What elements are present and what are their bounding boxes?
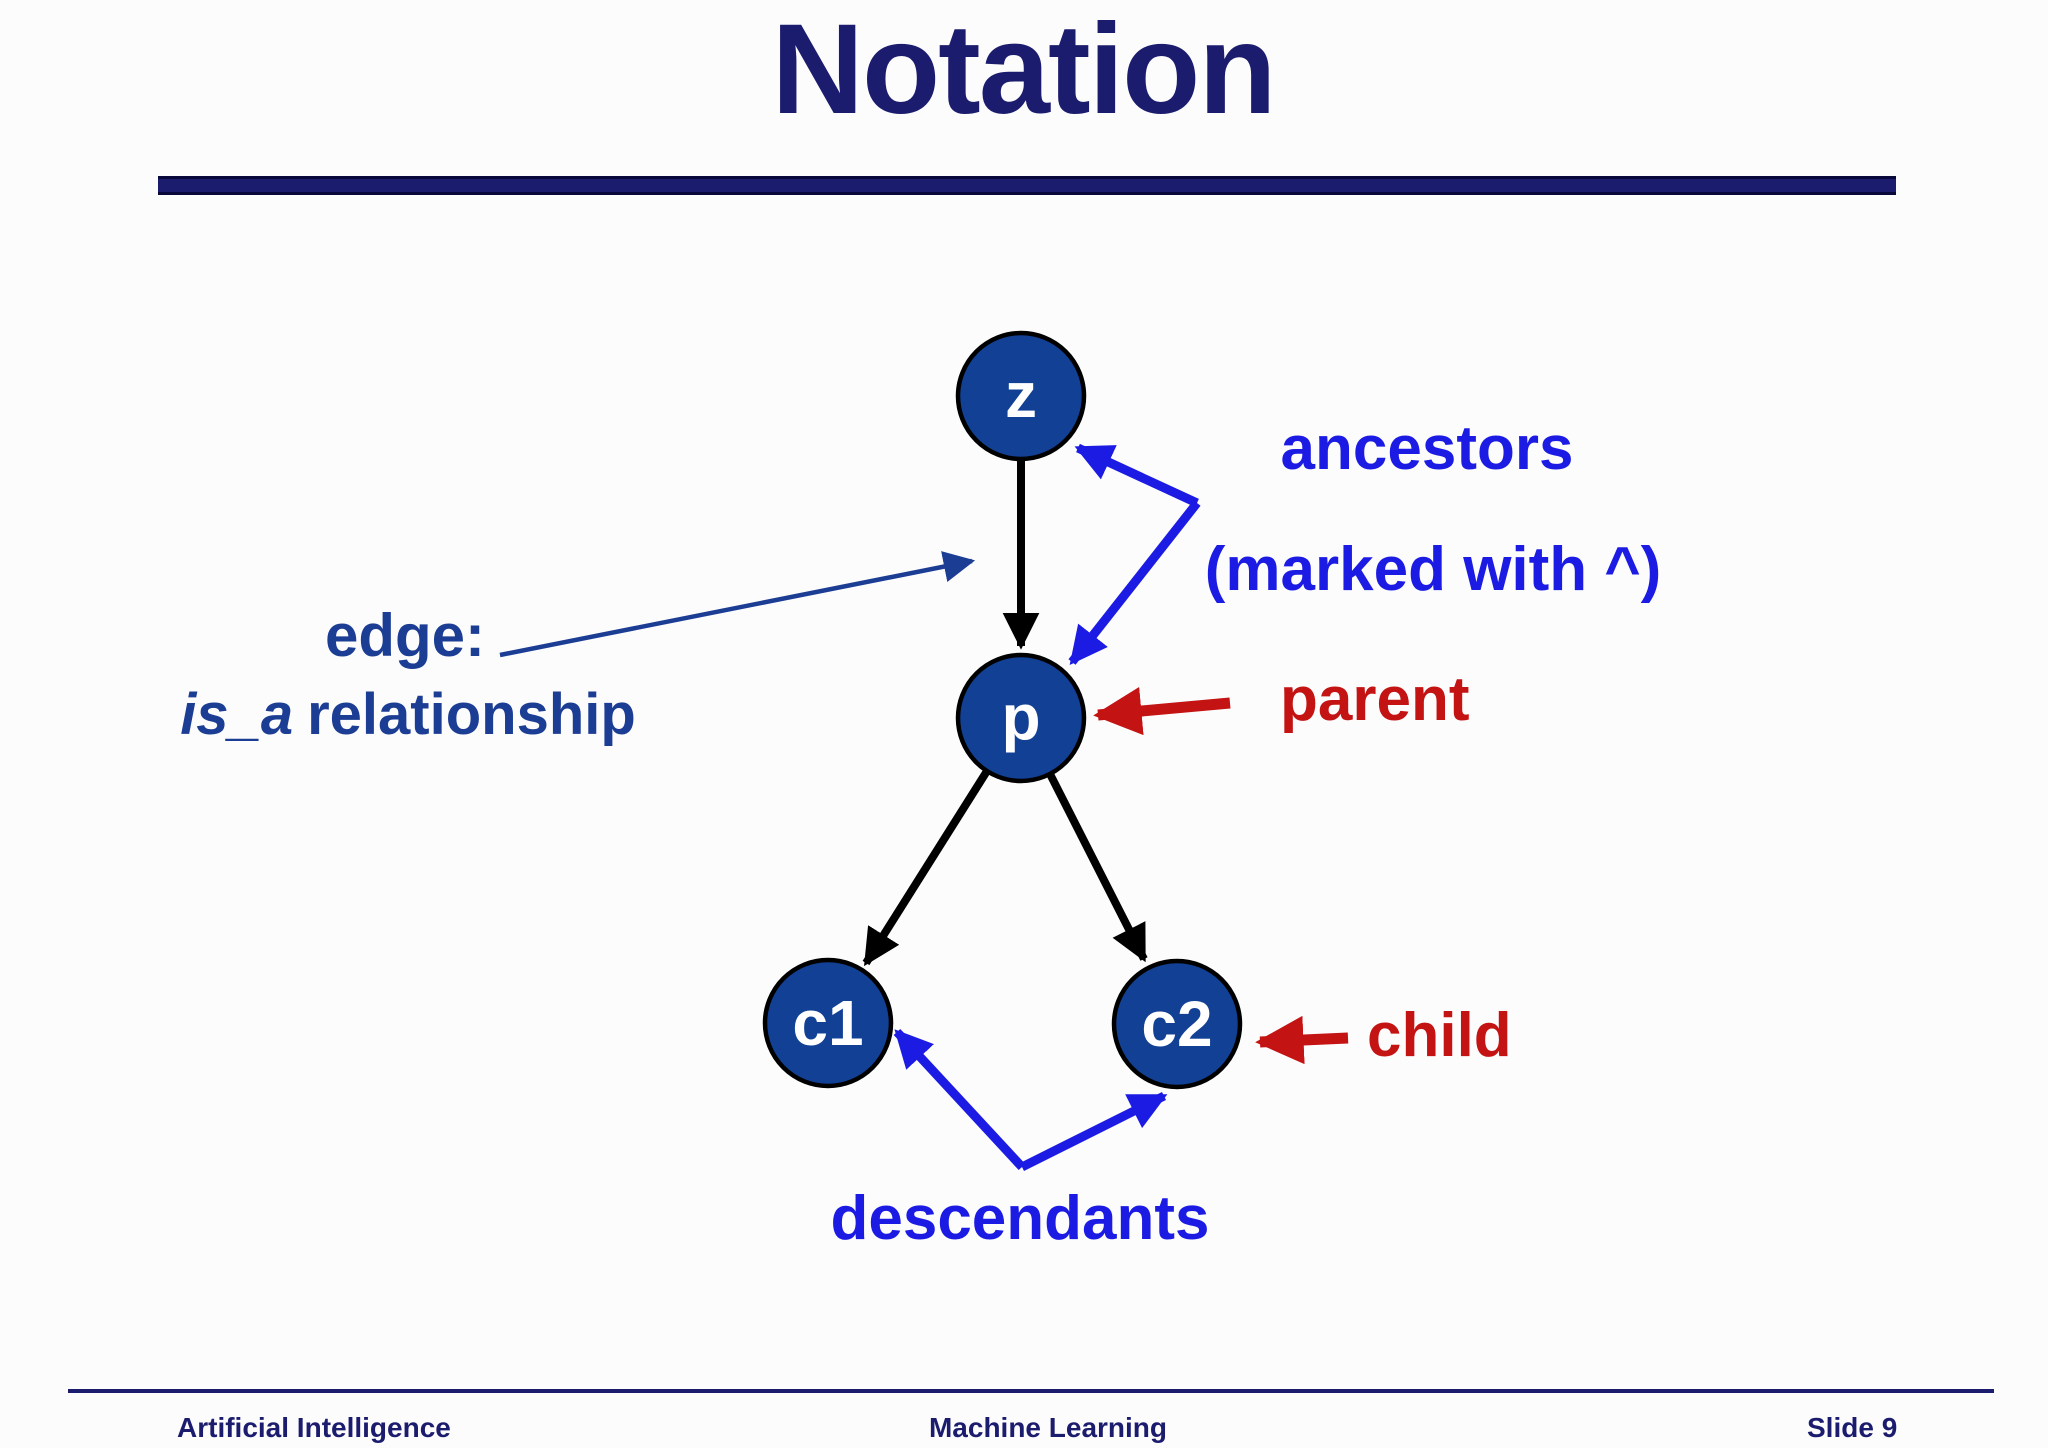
slide-title: Notation	[771, 0, 1277, 141]
node-p-label: p	[1001, 681, 1040, 753]
node-z-circle	[955, 330, 1087, 462]
descendants-arrow-to-c2	[1019, 1091, 1168, 1172]
footer-rule	[68, 1389, 1994, 1393]
descendants-label: descendants	[830, 1184, 1210, 1253]
parent-arrow	[1093, 686, 1231, 736]
footer-topic-label: Machine Learning	[928, 1412, 1168, 1443]
node-c1-circle	[762, 957, 894, 1089]
edge-p-to-c2	[1046, 772, 1148, 963]
edge-label-title: edge:	[324, 602, 486, 669]
descendants-arrow-to-c1	[893, 1028, 1026, 1171]
edge-label-rest: relationship	[307, 682, 636, 747]
node-p-circle	[955, 652, 1087, 784]
node-c2-circle	[1111, 958, 1243, 1090]
child-label: child	[1367, 1001, 1512, 1070]
footer-slide-number: Slide 9	[1807, 1412, 1898, 1443]
ancestors-label: ancestors	[1280, 414, 1574, 483]
edge-label-isa: is_a	[180, 682, 294, 747]
ancestors-marked-label: (marked with ^)	[1204, 535, 1662, 604]
ancestors-arrow-to-p	[1068, 500, 1201, 665]
node-z-label: z	[1005, 359, 1037, 431]
edge-callout-arrow	[499, 551, 976, 658]
title-rule	[158, 176, 1896, 195]
child-arrow	[1255, 1015, 1349, 1065]
footer-course-label: Artificial Intelligence	[177, 1412, 451, 1443]
edge-p-to-c1	[862, 768, 991, 967]
parent-label: parent	[1280, 665, 1470, 734]
node-c2-label: c2	[1141, 988, 1212, 1060]
ancestors-arrow-to-z	[1074, 443, 1199, 508]
node-c1-label: c1	[792, 987, 863, 1059]
